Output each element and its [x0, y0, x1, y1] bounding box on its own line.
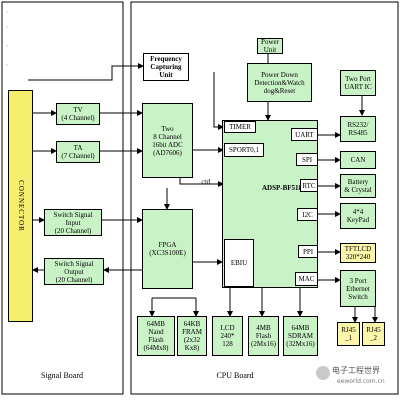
battery-block: Battery & Crystal — [340, 174, 376, 198]
fpga-block: FPGA (XC3S100E) — [142, 209, 193, 289]
cpu-port-ppi: PPI — [298, 245, 318, 258]
ta-block: TA (7 Channel) — [56, 141, 100, 163]
can-block: CAN — [340, 151, 376, 169]
tftlcd-block: TFTLCD 320*240 — [340, 243, 376, 263]
tv-block: TV (4 Channel) — [56, 103, 100, 125]
cpu-port-timer: TIMER — [224, 121, 256, 133]
watermark-brand: 电子工程世界 — [332, 366, 380, 375]
rj45-2-block: RJ45 _2 — [362, 322, 385, 346]
cpu-port-ebiu: EBIU — [224, 239, 254, 287]
keypad-block: 4*4 KeyPad — [340, 203, 376, 229]
switch-input-block: Switch Signal Input (20 Channel) — [44, 209, 102, 236]
lcd-block: LCD 240* 128 — [212, 316, 243, 356]
rj45-1-block: RJ45 _1 — [337, 322, 360, 346]
watermark-url: eeworld.com.cn — [337, 378, 385, 385]
nor-flash-block: 4MB Flash (2Mx16) — [248, 316, 279, 356]
cpu-port-spi: SPI — [296, 153, 318, 166]
signal-board-label: Signal Board — [41, 371, 83, 380]
connector-block: CONNECTOR — [8, 90, 33, 322]
sdram-block: 64MB SDRAM (32Mx16) — [283, 316, 318, 356]
cpu-name: ADSP-BF518 — [261, 184, 303, 192]
nand-flash-block: 64MB Nand Flash (64Mx8) — [137, 316, 175, 356]
ethernet-switch-block: 3 Port Ethernet Switch — [340, 270, 376, 307]
switch-output-block: Switch Signal Output (20 Channel) — [44, 258, 104, 285]
cpu-board-label: CPU Board — [216, 371, 254, 380]
cpu-board-outline — [130, 1, 399, 395]
cpu-port-i2c: I2C — [297, 208, 318, 221]
cpu-port-rtc: RTC — [300, 179, 318, 192]
rs232-block: RS232/ RS485 — [340, 116, 376, 142]
signal-board-outline — [1, 1, 124, 395]
ctrl-label: ctrl — [201, 178, 211, 186]
cpu-port-sport: SPORT0,1 — [224, 143, 264, 157]
cpu-port-uart: UART — [291, 128, 318, 141]
power-unit-block: Power Unit — [257, 38, 283, 54]
adc-block: Two 8 Channel 16bit ADC (AD7606) — [142, 103, 193, 178]
fram-block: 64KB FRAM (2x32 Kx8) — [177, 316, 207, 356]
uart-ic-block: Two Port UART IC — [340, 70, 376, 96]
power-down-block: Power Down Detection&Watch dog&Reset — [247, 63, 312, 102]
cpu-port-mac: MAC — [295, 272, 318, 286]
watermark-logo — [316, 366, 330, 380]
connector-label: CONNECTOR — [16, 180, 25, 232]
frequency-capturing-block: Frequency Capturing Unit — [143, 53, 189, 81]
